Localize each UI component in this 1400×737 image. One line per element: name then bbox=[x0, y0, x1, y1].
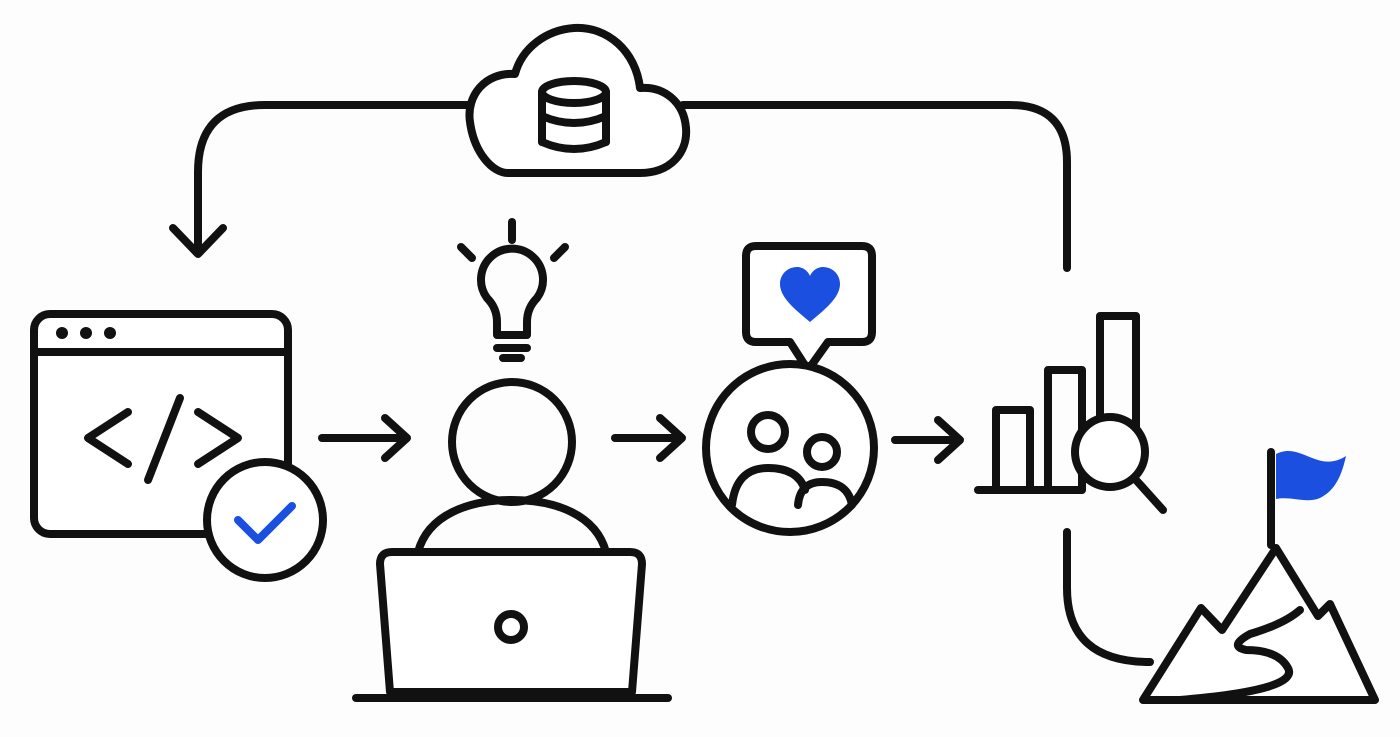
bar-chart-magnifier-icon bbox=[974, 312, 1167, 514]
person-at-laptop-icon bbox=[352, 378, 672, 702]
cloud-database-icon bbox=[465, 23, 691, 177]
mountain-flag-icon bbox=[1139, 448, 1379, 704]
users-circle-icon bbox=[702, 360, 878, 536]
checkmark-badge-icon bbox=[203, 458, 327, 582]
goal-connector bbox=[1063, 528, 1154, 666]
lightbulb-icon bbox=[457, 218, 569, 362]
heart-speech-bubble-icon bbox=[742, 242, 876, 374]
flow-arrow-2 bbox=[611, 414, 686, 462]
feedback-loop-connector bbox=[169, 101, 1071, 272]
flow-arrow-1 bbox=[318, 414, 411, 462]
flow-arrow-3 bbox=[891, 416, 964, 464]
